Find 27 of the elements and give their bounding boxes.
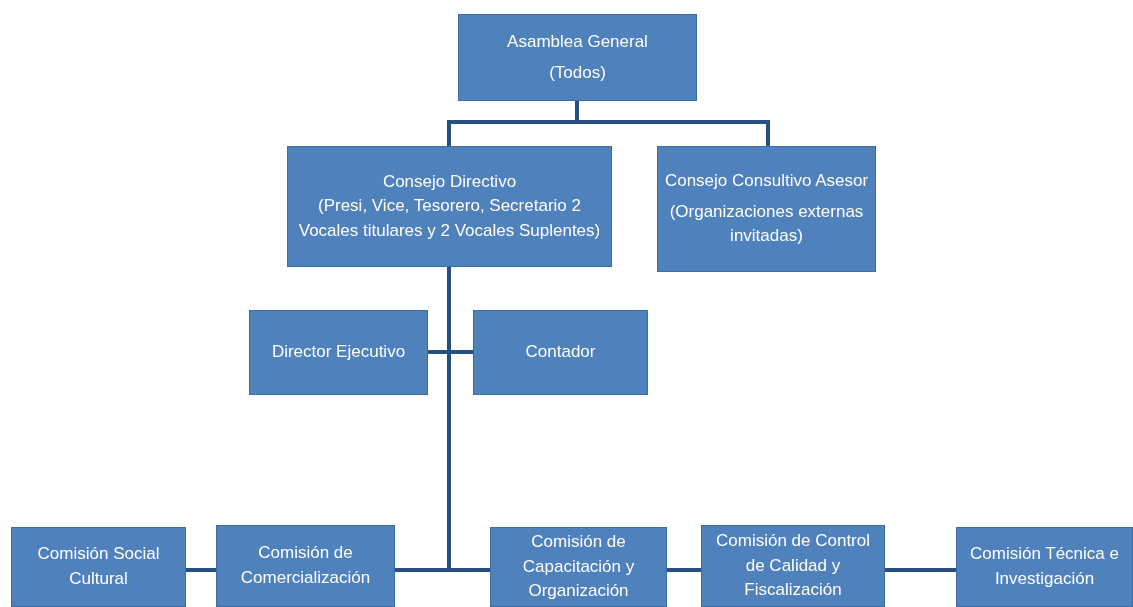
box-title: Consejo Directivo [382, 170, 517, 193]
box-title: Consejo Consultivo Asesor [664, 170, 869, 193]
box-title: Comisión de Capacitación y Organización [521, 531, 636, 603]
connector-line [575, 101, 770, 146]
org-box [490, 527, 667, 607]
org-box [11, 527, 186, 607]
org-box [956, 527, 1133, 607]
box-title: Comisión de Control de Calidad y Fiscalización [715, 530, 871, 602]
box-subtitle: (Presi, Vice, Tesorero, Secretario 2 Vocales titulares y 2 Vocales Suplentes) [297, 195, 602, 242]
org-box [473, 310, 648, 395]
box-title: Contador [525, 341, 596, 364]
org-box [701, 525, 885, 607]
box-title: Asamblea General [507, 30, 648, 53]
box-subtitle: (Organizaciones externas invitadas) [668, 200, 865, 248]
connector-line [186, 568, 216, 572]
connector-line [667, 568, 701, 572]
connector-line [885, 568, 956, 572]
box-title: Comisión Social Cultural [36, 543, 161, 590]
org-box [458, 14, 697, 101]
box-title: Director Ejecutivo [271, 341, 406, 364]
org-box [216, 525, 395, 607]
org-box [249, 310, 428, 395]
box-subtitle: (Todos) [549, 61, 606, 84]
org-box [287, 146, 612, 267]
box-title: Comisión Técnica e Investigación [969, 543, 1120, 590]
box-title: Comisión de Comercialización [239, 542, 372, 589]
org-box [657, 146, 876, 272]
